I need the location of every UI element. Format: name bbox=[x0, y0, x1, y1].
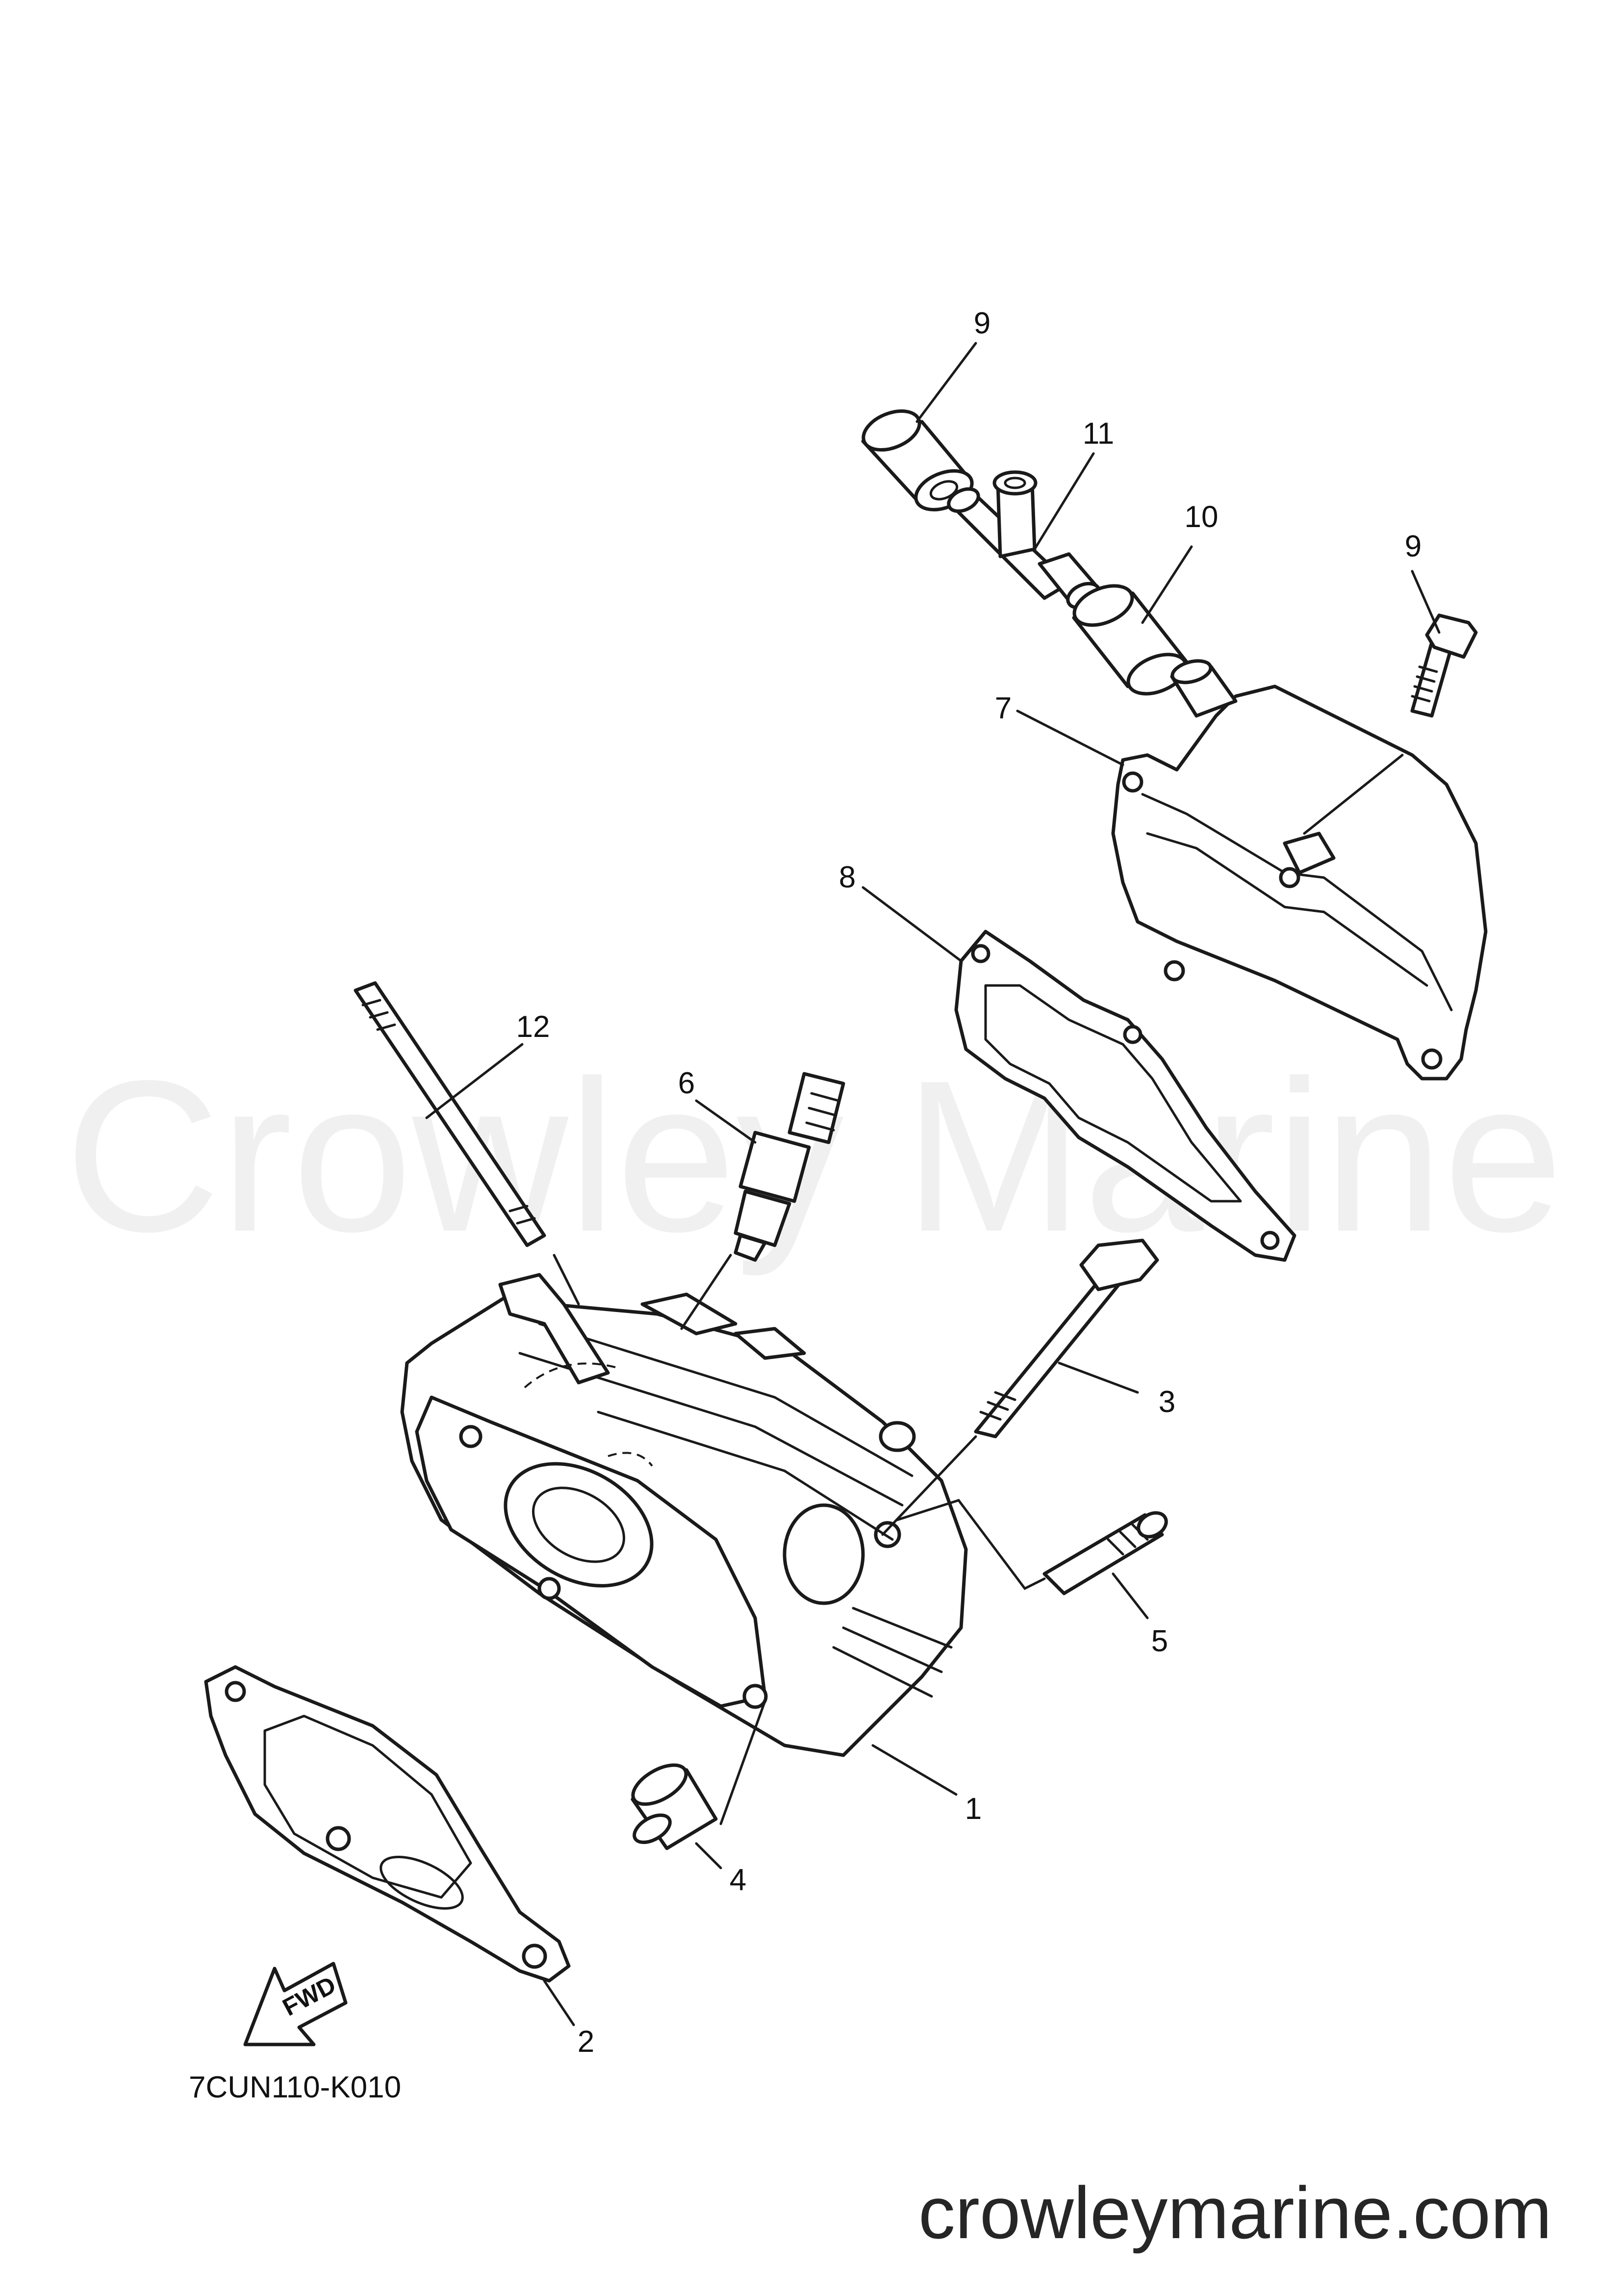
cylinder-head-cover[interactable] bbox=[1111, 657, 1488, 1081]
callout-2: 2 bbox=[578, 2025, 594, 2059]
head-gasket[interactable] bbox=[204, 1665, 571, 1983]
bolt-cover[interactable] bbox=[1410, 613, 1478, 718]
callout-8: 8 bbox=[839, 860, 856, 894]
dowel-pin[interactable] bbox=[627, 1757, 718, 1850]
callout-11: 11 bbox=[1083, 417, 1114, 451]
callout-9: 9 bbox=[1405, 530, 1421, 563]
cover-gasket[interactable] bbox=[954, 930, 1296, 1262]
spark-plug[interactable] bbox=[734, 1072, 845, 1262]
callout-10-lower: 10 bbox=[1185, 500, 1218, 534]
callout-3: 3 bbox=[1159, 1385, 1175, 1419]
diagram-code: 7CUN110-K010 bbox=[189, 2070, 401, 2104]
callout-10-upper: 9 bbox=[974, 306, 990, 340]
callout-1: 1 bbox=[965, 1792, 982, 1826]
callout-5: 5 bbox=[1151, 1624, 1168, 1658]
t-fitting[interactable] bbox=[945, 470, 1104, 612]
watermark-text: Crowley Marine bbox=[65, 1036, 1563, 1278]
callout-12: 12 bbox=[516, 1010, 550, 1044]
hose-upper[interactable] bbox=[858, 404, 977, 517]
long-stud[interactable] bbox=[354, 981, 546, 1247]
leader-lines bbox=[425, 342, 1441, 2026]
short-stud[interactable] bbox=[1042, 1508, 1170, 1595]
callout-6: 6 bbox=[678, 1066, 695, 1100]
callout-numbers: 9 11 10 9 7 8 12 6 3 5 1 4 2 bbox=[516, 306, 1422, 2059]
hose-lower[interactable] bbox=[1068, 578, 1192, 701]
cylinder-head[interactable] bbox=[400, 1273, 968, 1757]
callout-7: 7 bbox=[995, 691, 1012, 725]
website-text: crowleymarine.com bbox=[918, 2171, 1552, 2254]
forward-arrow: FWD bbox=[243, 1962, 348, 2046]
callout-4: 4 bbox=[730, 1863, 746, 1897]
head-bolt[interactable] bbox=[974, 1238, 1159, 1438]
